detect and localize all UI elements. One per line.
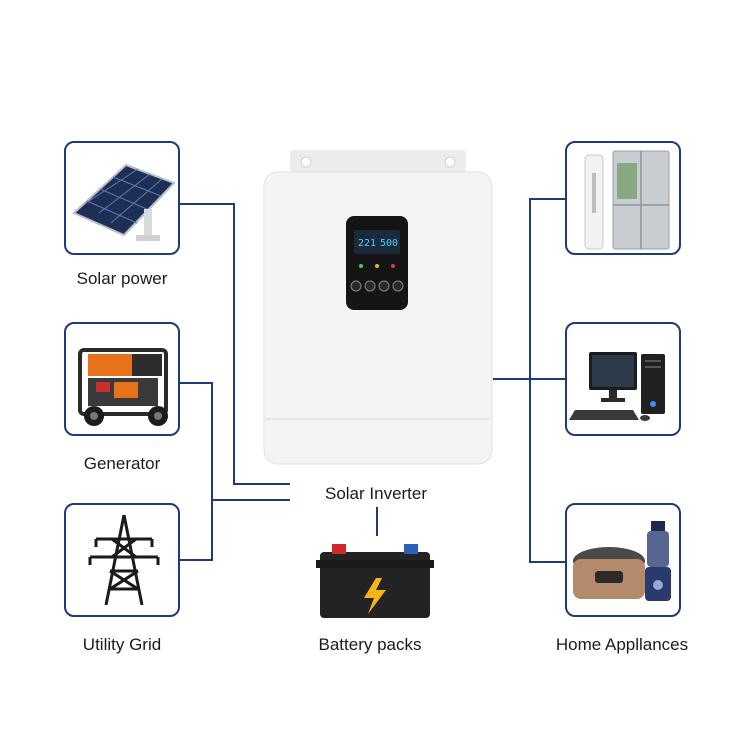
utility-grid-label: Utility Grid [82, 635, 162, 654]
appliance-card-computer [565, 322, 681, 436]
fridge-aircon-icon [584, 150, 670, 250]
inverter-voltage-readout: 221 [358, 238, 376, 249]
battery-icon [316, 544, 434, 618]
wire-loads-bus [529, 198, 565, 563]
appliance-card-kitchen [565, 503, 681, 617]
battery-packs-label: Battery packs [318, 635, 422, 654]
power-tower-icon [88, 514, 160, 606]
solar-power-label: Solar power [76, 269, 168, 288]
wire-generator [180, 382, 290, 501]
inverter-unit: 221 500 [262, 150, 494, 471]
inverter-power-readout: 500 [380, 238, 398, 249]
utility-grid-card [64, 503, 180, 617]
battery-pack [312, 542, 438, 629]
generator-card [64, 322, 180, 436]
wire-solar [180, 203, 290, 485]
inverter-icon: 221 500 [263, 150, 493, 465]
desktop-computer-icon [569, 352, 665, 421]
generator-label: Generator [83, 454, 161, 473]
solar-inverter-label: Solar Inverter [324, 484, 428, 503]
generator-icon [78, 348, 168, 426]
solar-panel-icon [72, 163, 176, 241]
home-appliances-label: Home Appllances [555, 635, 689, 654]
appliance-card-fridge [565, 141, 681, 255]
rice-cooker-blender-icon [573, 521, 671, 601]
wire-grid [180, 500, 213, 561]
solar-power-card [64, 141, 180, 255]
